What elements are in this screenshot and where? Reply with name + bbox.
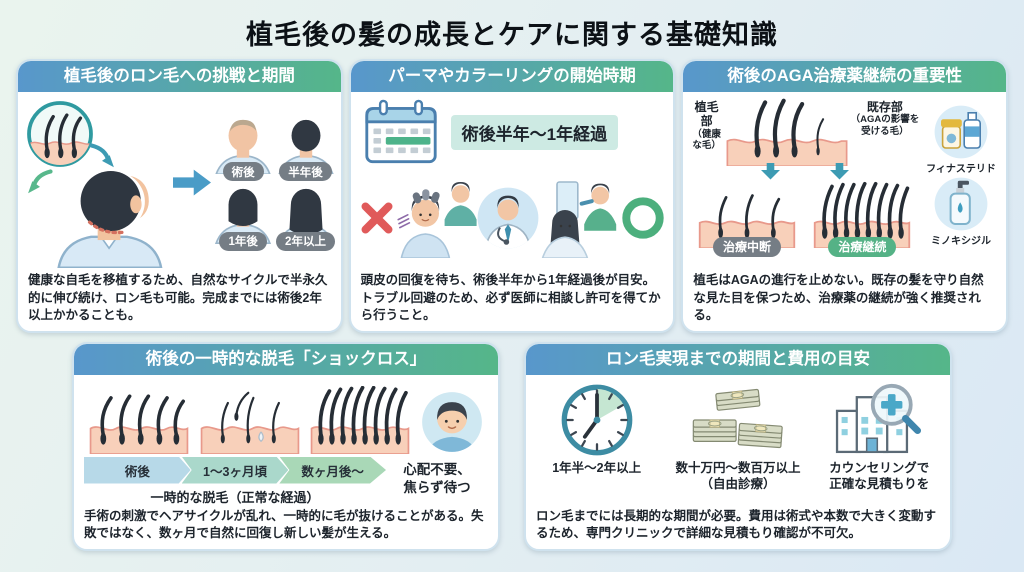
stage-oneyear: 1年後 [212, 184, 274, 251]
stage-halfyear: 半年後 [274, 115, 336, 182]
bottom-row: 術後の一時的な脱毛「ショックロス」 [0, 342, 1024, 551]
scalp-regrown-hair-icon [311, 385, 410, 454]
stage-twoyears: 2年以上 [274, 184, 336, 251]
red-cross-icon [361, 202, 393, 234]
banknote-stacks-icon [692, 388, 783, 449]
aga-top-row: 植毛部 （健康な毛） 既存部 [689, 94, 920, 167]
price-label: 数十万円～数百万以上 （自由診療） [675, 461, 801, 492]
aga-body-text: 植毛はAGAの進行を止めない。既存の髪を守り自然な見た目を保つため、治療薬の継続… [693, 272, 984, 323]
scalp-normal-hair-icon [89, 393, 189, 454]
aga-illustration: 植毛部 （健康な毛） 既存部 [683, 92, 1006, 270]
timing-body-text: 頭皮の回復を待ち、術後半年から1年経過後が目安。トラブル回避のため、必ず医師に相… [360, 272, 661, 323]
pill-bottles-icon [934, 105, 988, 159]
panel-header-challenge: 植毛後のロン毛への挑戦と期間 [18, 61, 341, 92]
aga-result-row: 治療中断 治療継続 [689, 181, 920, 257]
existing-area-label: 既存部 （AGAの影響を受ける毛） [850, 94, 920, 137]
panel-header-shockloss: 術後の一時的な脱毛「ショックロス」 [74, 344, 498, 375]
stage-label: 2年以上 [276, 231, 335, 251]
existing-label: 既存部 [866, 100, 903, 114]
finasteride-item: フィナステリド [926, 104, 996, 175]
treatment-continued: 治療継続 [812, 181, 912, 257]
transplant-area-label: 植毛部 （健康な毛） [689, 94, 723, 152]
finasteride-label: フィナステリド [926, 164, 996, 175]
right-block-arrow-icon [173, 169, 211, 196]
down-arrow-icon [760, 163, 780, 180]
calendar-icon [365, 99, 437, 164]
doctor-icon [477, 187, 539, 249]
treatment-stopped: 治療中断 [697, 181, 797, 257]
panel-aga-medication: 術後のAGA治療薬継続の重要性 植毛部 （健康な毛） [681, 59, 1009, 333]
perm-scene-icon [397, 181, 477, 258]
scalp-mixed-hair-icon [726, 98, 848, 167]
timing-highlight-row: 術後半年～1年経過 [351, 92, 674, 166]
existing-sublabel: （AGAの影響を受ける毛） [850, 114, 920, 137]
cost-item-counseling: カウンセリングで 正確な見積もりを [809, 382, 949, 493]
timeline-band: 術後 1～3ヶ月頃 数ヶ月後～ 一時的な脱毛（正常な経過） [84, 457, 386, 506]
cost-item-price: 数十万円～数百万以上 （自由診療） [668, 382, 808, 493]
aga-diagram: 植毛部 （健康な毛） 既存部 [689, 94, 920, 270]
scalp-shedding-hair-icon [200, 391, 299, 454]
timing-highlight: 術後半年～1年経過 [450, 114, 619, 150]
panel-header-cost: ロン毛実現までの期間と費用の目安 [526, 344, 950, 375]
panel-transplant-challenge: 植毛後のロン毛への挑戦と期間 [16, 59, 343, 333]
panel-shock-loss: 術後の一時的な脱毛「ショックロス」 [72, 342, 500, 551]
timeline-chevrons: 術後 1～3ヶ月頃 数ヶ月後～ [84, 457, 386, 484]
relieved-patient-face-icon [422, 391, 482, 452]
shockloss-illustration [74, 375, 498, 454]
salon-illustration [351, 166, 674, 270]
minoxidil-label: ミノキシジル [931, 236, 992, 247]
treatment-stopped-badge: 治療中断 [712, 236, 781, 257]
shockloss-timeline: 術後 1～3ヶ月頃 数ヶ月後～ 一時的な脱毛（正常な経過） 心配不要、 焦らず待… [74, 454, 498, 506]
curved-arrow-green-icon [28, 169, 53, 194]
panel-period-cost: ロン毛実現までの期間と費用の目安 [524, 342, 952, 551]
spray-bottle-icon [934, 177, 988, 231]
stage-label: 1年後 [219, 231, 267, 251]
hospital-magnifier-icon [835, 383, 921, 454]
cost-columns: 1年半～2年以上 [526, 375, 950, 506]
growth-stages-grid: 術後 半年後 1年後 [212, 115, 337, 251]
stage-label: 半年後 [279, 162, 332, 182]
advice-text: 心配不要、 焦らず待つ [403, 461, 471, 495]
challenge-body-text: 健康な自毛を移植するため、自然なサイクルで半永久的に伸び続け、ロン毛も可能。完成… [28, 272, 328, 323]
curved-arrow-teal-icon [89, 143, 114, 168]
transplant-label: 植毛部 [694, 100, 719, 129]
cost-item-duration: 1年半～2年以上 [527, 382, 667, 476]
green-circle-icon [622, 196, 664, 239]
transplant-sublabel: （健康な毛） [692, 128, 721, 152]
stage-label: 術後 [222, 162, 264, 182]
stage-postop: 術後 [212, 115, 274, 182]
clock-icon [561, 384, 632, 456]
cost-body-text: ロン毛までには長期的な期間が必要。費用は術式や本数で大きく変動するため、専門クリ… [536, 508, 937, 541]
counseling-label: カウンセリングで 正確な見積もりを [829, 461, 930, 492]
shockloss-body-text: 手術の刺激でヘアサイクルが乱れ、一時的に毛が抜けることがある。失敗ではなく、数ヶ… [84, 508, 484, 541]
donor-illustration [24, 98, 172, 268]
down-arrow-icon [829, 163, 849, 180]
timeline-step-months-later: 数ヶ月後～ [279, 457, 386, 484]
timeline-step-1to3months: 1～3ヶ月頃 [182, 457, 289, 484]
top-row: 植毛後のロン毛への挑戦と期間 [0, 59, 1024, 333]
panel-header-timing: パーマやカラーリングの開始時期 [350, 61, 674, 92]
treatment-continued-badge: 治療継続 [828, 236, 897, 257]
minoxidil-item: ミノキシジル [931, 176, 991, 247]
panel-perm-coloring-timing: パーマやカラーリングの開始時期 術後半年～1年経過 [348, 59, 676, 333]
coloring-scene-icon [541, 180, 616, 258]
patient-back-head-icon [57, 171, 163, 268]
timeline-caption: 一時的な脱毛（正常な経過） [150, 489, 320, 505]
timeline-step-postop: 術後 [84, 457, 191, 484]
page-title: 植毛後の髪の成長とケアに関する基礎知識 [246, 20, 778, 50]
hair-follicle-circle-icon [27, 101, 93, 167]
challenge-illustration: 術後 半年後 1年後 [18, 92, 341, 270]
aga-arrows [689, 163, 920, 180]
panel-header-aga: 術後のAGA治療薬継続の重要性 [683, 61, 1007, 92]
medication-column: フィナステリド ミノキシジル [920, 94, 1002, 270]
duration-label: 1年半～2年以上 [552, 461, 642, 475]
